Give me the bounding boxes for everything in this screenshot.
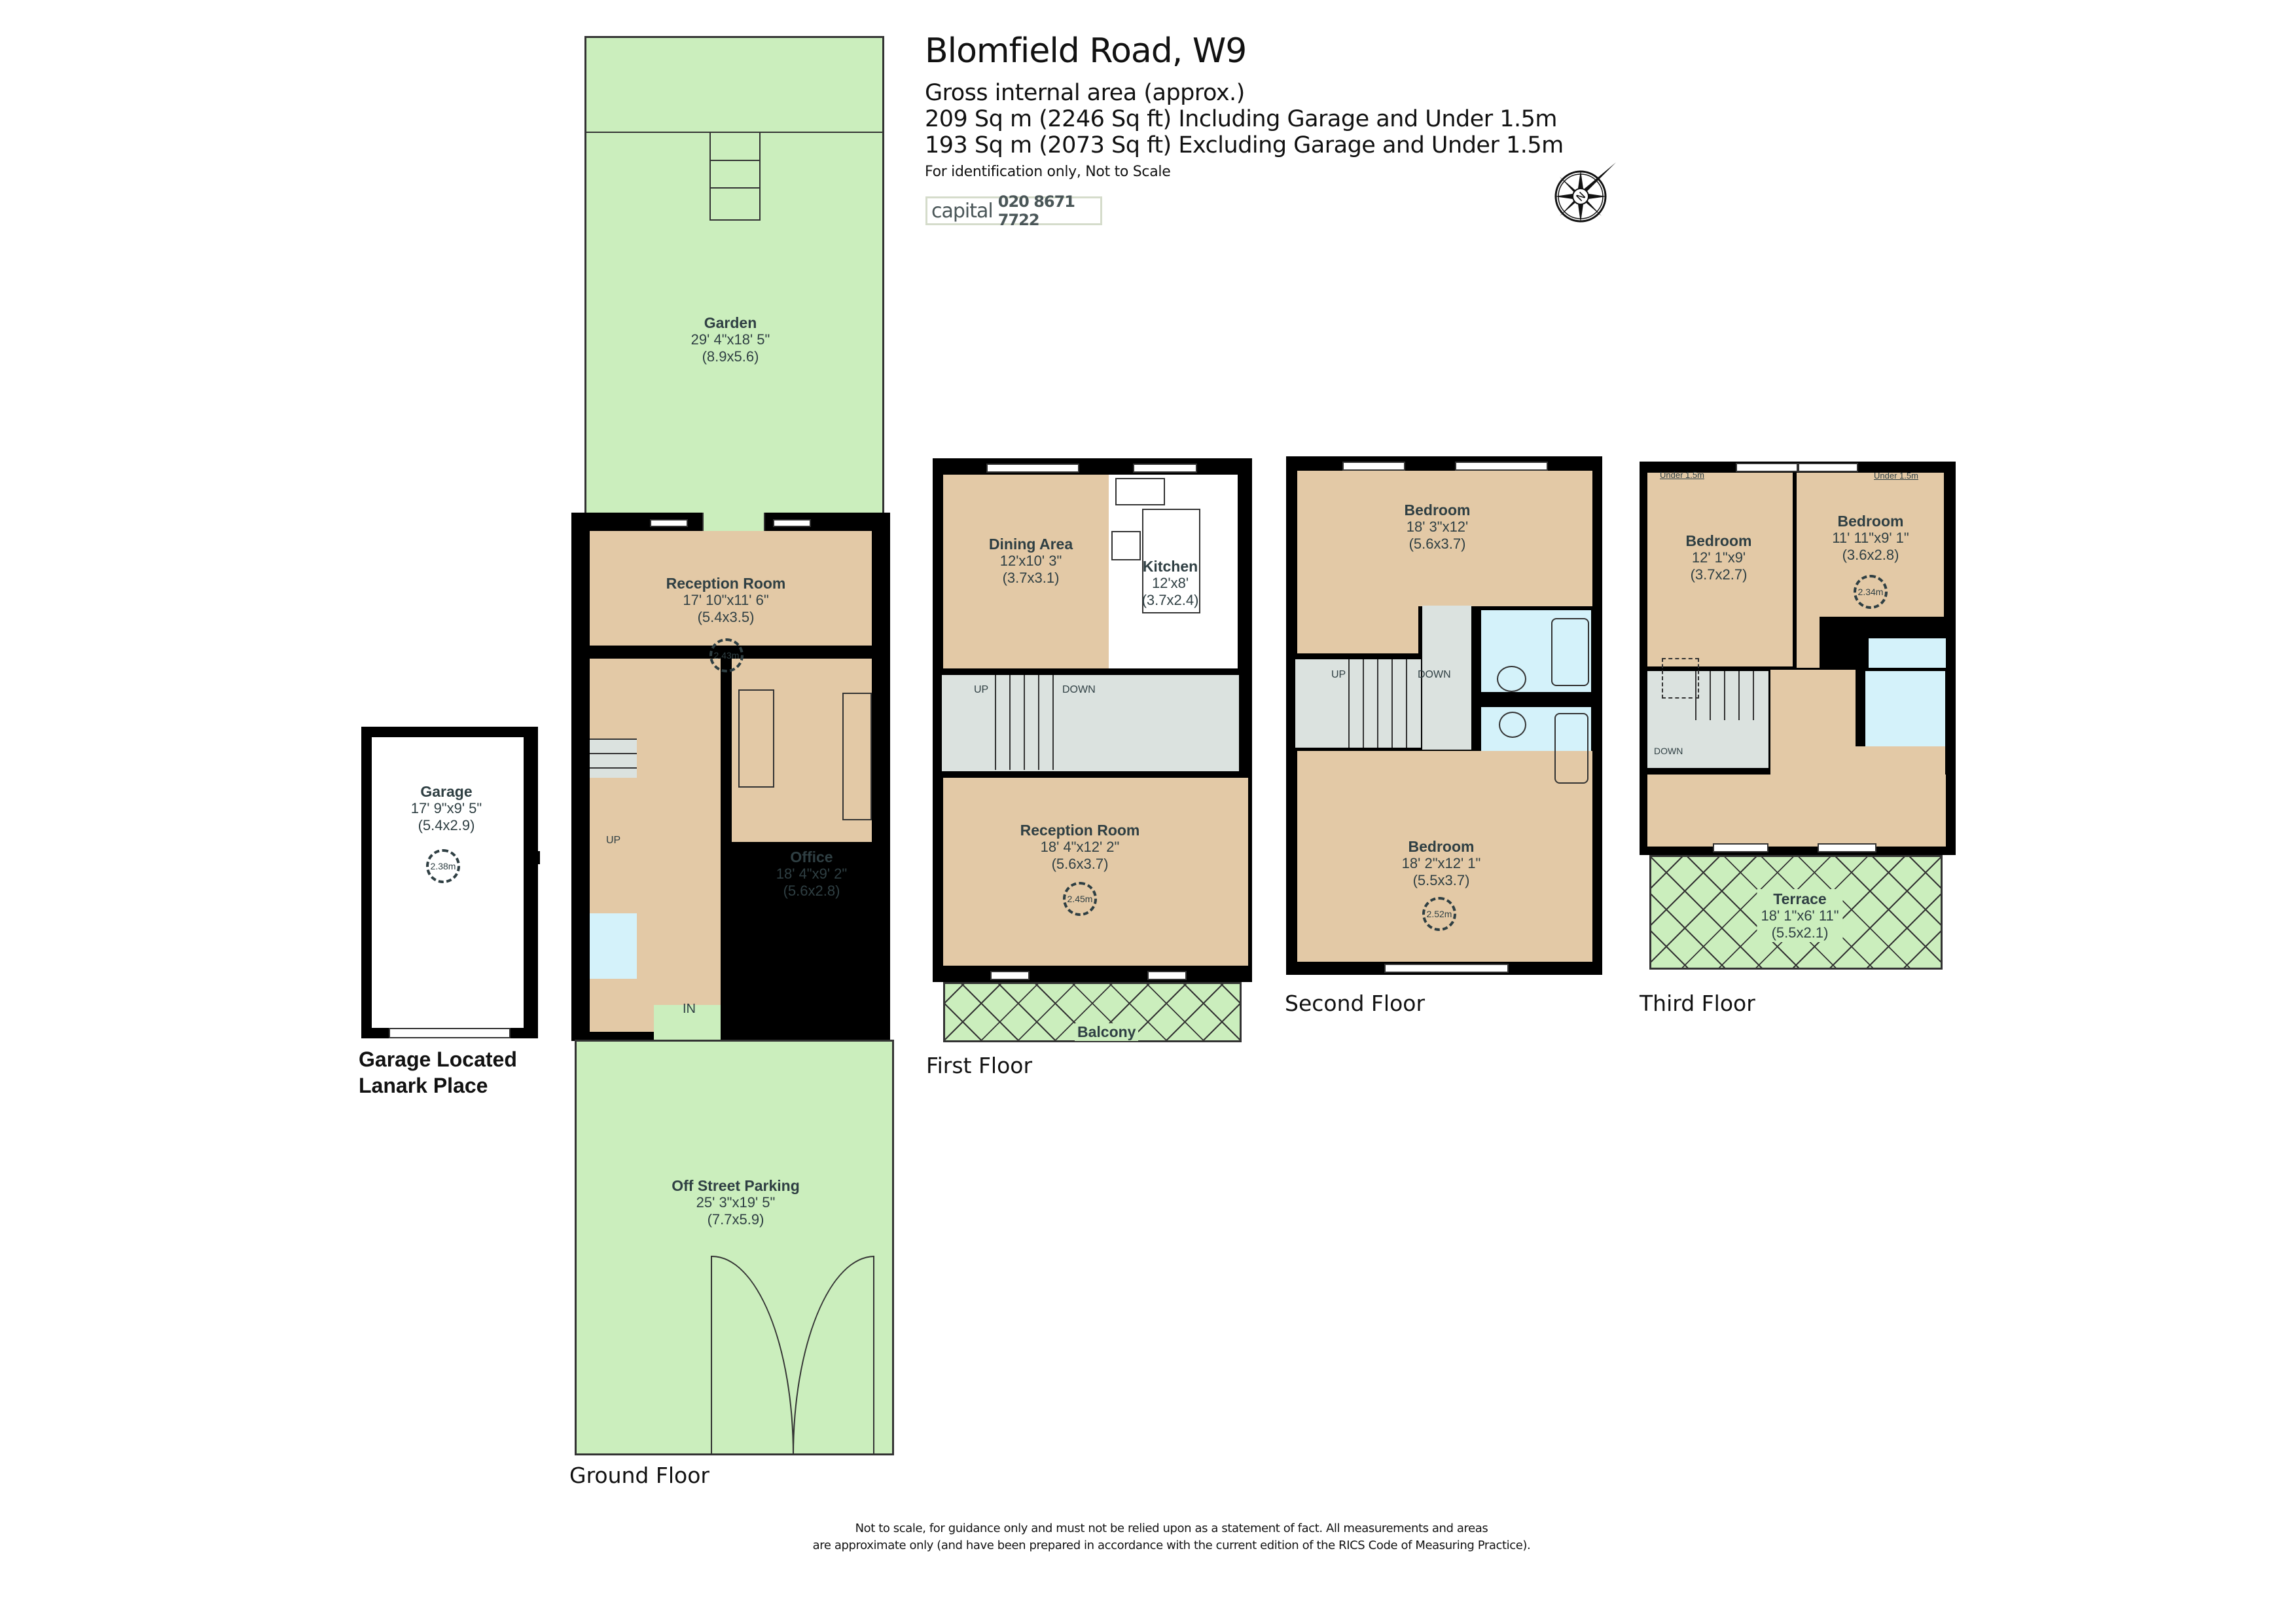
ceiling-height-badge: 2.45m [1063,882,1097,916]
compass-north-icon: N [1548,158,1620,230]
second-bedroom-bottom-label: Bedroom 18' 2"x12' 1" (5.5x3.7) [1401,838,1481,888]
garage-door [389,1028,511,1038]
logo-brand: capital [931,199,994,223]
kitchen-label: Kitchen 12'x8' (3.7x2.4) [1141,558,1199,608]
third-bedroom-left-label: Bedroom 12' 1"x9' (3.7x2.7) [1685,532,1752,583]
stairs-up-label: UP [974,684,989,695]
balcony-label: Balcony [1075,1023,1139,1041]
balcony-area [943,982,1242,1042]
identification-note: For identification only, Not to Scale [925,164,1171,180]
stairs-up-label: UP [606,835,621,846]
garage-location-label: Garage Located Lanark Place [359,1048,517,1097]
under-1-5m-label: Under 1.5m [1874,471,1918,481]
second-bedroom-top-label: Bedroom 18' 3"x12' (5.6x3.7) [1404,501,1471,552]
entrance-label: IN [683,1002,696,1016]
garage-label: Garage 17' 9"x9' 5" (5.4x2.9) [410,783,482,833]
floor-label-ground: Ground Floor [569,1463,709,1488]
gia-excluding: 193 Sq m (2073 Sq ft) Excluding Garage a… [925,132,1564,158]
ceiling-height-badge: 2.43m [709,638,744,672]
sink-icon [1115,478,1165,505]
garden-french-doors [702,513,765,531]
ground-reception-label: Reception Room 17' 10"x11' 6" (5.4x3.5) [666,575,786,625]
third-bedroom-right-label: Bedroom 11' 11"x9' 1" (3.6x2.8) [1832,513,1909,563]
parking-label: Off Street Parking 25' 3"x19' 5" (7.7x5.… [672,1177,800,1228]
skylight-icon [1662,658,1699,699]
off-street-parking-area [575,1040,894,1455]
second-floor-plan [1286,456,1602,975]
basin-icon [1499,712,1526,738]
agent-logo: capital 020 8671 7722 [925,192,1102,229]
office-label: Office 18' 4"x9' 2" (5.6x2.8) [776,848,848,899]
hob-icon [1111,531,1141,560]
garden-area [584,36,884,524]
terrace-label: Terrace 18' 1"x6' 11" (5.5x2.1) [1757,889,1843,943]
stairs-down-label: DOWN [1418,669,1451,680]
stairs-down-label: DOWN [1654,746,1683,756]
ceiling-height-badge: 2.34m [1854,575,1888,609]
gia-including: 209 Sq m (2246 Sq ft) Including Garage a… [925,106,1558,132]
garage-plan [361,727,540,1038]
parking-gates [711,1256,874,1455]
dining-label: Dining Area 12'x10' 3" (3.7x3.1) [988,536,1073,586]
floor-label-second: Second Floor [1285,991,1426,1016]
ground-floor-plan [571,513,890,1041]
stairs-down-label: DOWN [1062,684,1096,695]
disclaimer: Not to scale, for guidance only and must… [812,1522,1531,1553]
gia-label: Gross internal area (approx.) [925,80,1245,106]
floor-label-third: Third Floor [1640,991,1755,1016]
first-reception-label: Reception Room 18' 4"x12' 2" (5.6x3.7) [1020,822,1140,872]
ceiling-height-badge: 2.38m [426,849,460,883]
garden-label: Garden 29' 4"x18' 5" (8.9x5.6) [691,314,770,365]
floor-label-first: First Floor [926,1053,1033,1078]
stairs-up-label: UP [1331,669,1346,680]
property-title: Blomfield Road, W9 [925,31,1247,71]
ceiling-height-badge: 2.52m [1422,897,1456,931]
logo-phone: 020 8671 7722 [997,192,1075,229]
bath-icon [1554,713,1588,784]
under-1-5m-label: Under 1.5m [1660,470,1704,480]
basin-icon [1497,666,1526,692]
shower-icon [1551,618,1589,686]
